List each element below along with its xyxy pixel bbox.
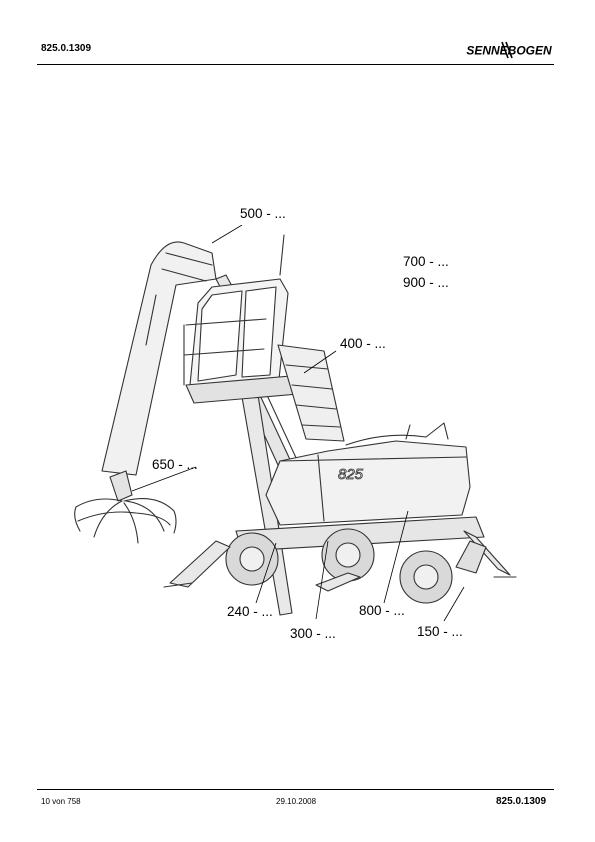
label-700: 700 - ... [403, 254, 449, 269]
label-400: 400 - ... [340, 336, 386, 351]
label-800: 800 - ... [359, 603, 405, 618]
model-number: 825 [338, 466, 364, 483]
label-500: 500 - ... [240, 206, 286, 221]
label-300: 300 - ... [290, 626, 336, 641]
label-650: 650 - ... [152, 457, 198, 472]
label-240: 240 - ... [227, 604, 273, 619]
label-150: 150 - ... [417, 624, 463, 639]
excavator-drawing: 825 [74, 225, 517, 622]
label-900: 900 - ... [403, 275, 449, 290]
header-doc-code: 825.0.1309 [41, 43, 92, 54]
footer-doc-code: 825.0.1309 [496, 796, 547, 807]
footer-page-number: 10 von 758 [41, 797, 81, 806]
footer-date: 29.10.2008 [276, 797, 317, 806]
sennebogen-logo: SENNEBOGEN [466, 41, 552, 59]
footer-rule [37, 789, 554, 790]
header-rule [37, 64, 554, 65]
